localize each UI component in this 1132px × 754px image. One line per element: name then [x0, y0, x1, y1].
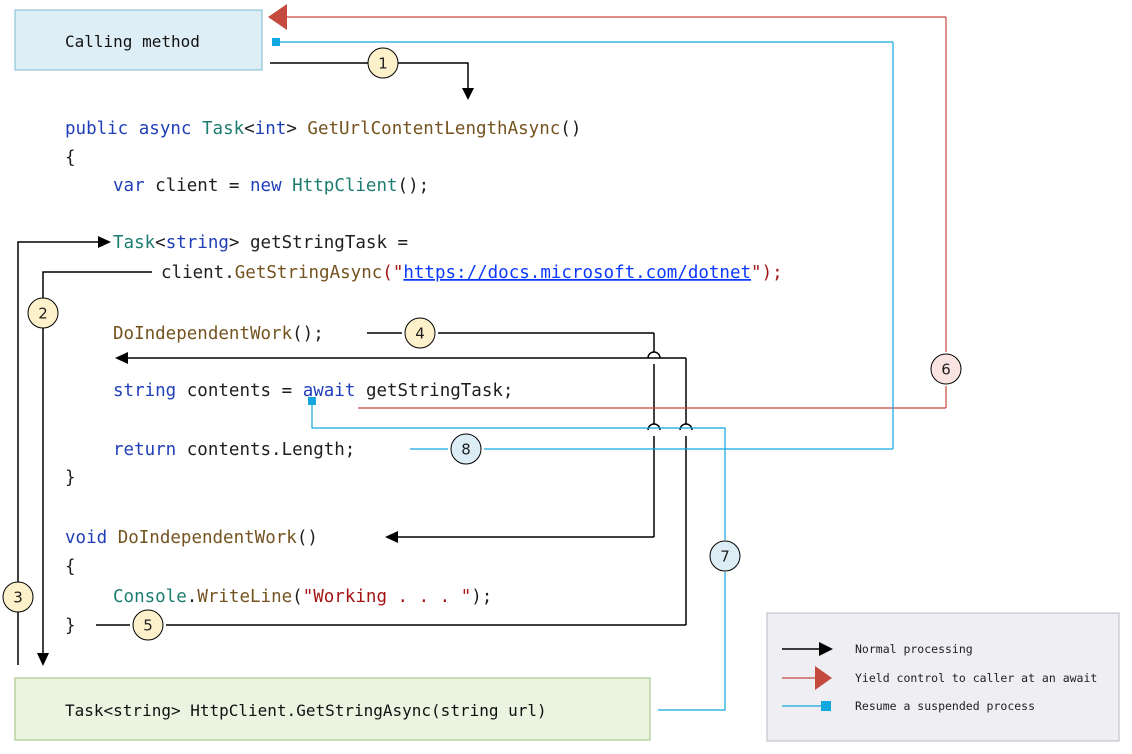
code-line-open-brace: {: [65, 148, 76, 168]
step-number: 4: [415, 325, 425, 343]
step-marker-5: 5: [132, 609, 164, 641]
step-marker-3: 3: [2, 581, 34, 613]
arrow-right-icon: [819, 642, 833, 656]
code-block: public async Task<int> GetUrlContentLeng…: [65, 119, 783, 636]
step-marker-7: 7: [709, 540, 741, 572]
code-line-client: var client = new HttpClient();: [113, 176, 429, 196]
step-number: 7: [720, 548, 730, 566]
legend-item-normal: Normal processing: [782, 642, 973, 656]
code-line-method-signature: public async Task<int> GetUrlContentLeng…: [65, 119, 581, 139]
flow-line-step-6: [268, 4, 947, 409]
legend-item-yield: Yield control to caller at an await: [782, 666, 1097, 690]
step-marker-8: 8: [450, 433, 482, 465]
legend-item-resume: Resume a suspended process: [782, 699, 1035, 713]
code-line-close-brace: }: [65, 468, 76, 488]
flow-line-step-2: [37, 271, 152, 666]
flow-line-step-4: [367, 332, 661, 543]
code-line-await: string contents = await getStringTask;: [113, 381, 513, 401]
step-number: 5: [143, 617, 153, 635]
red-arrow-icon: [815, 666, 832, 690]
step-number: 3: [13, 589, 23, 607]
legend-label: Normal processing: [855, 642, 973, 656]
step-number: 1: [378, 55, 388, 73]
flow-line-step-1: [270, 62, 474, 100]
code-line-void-signature: void DoIndependentWork(): [65, 528, 318, 548]
docs-url-link: https://docs.microsoft.com/dotnet: [403, 263, 751, 283]
step-number: 8: [461, 441, 471, 459]
calling-method-box: Calling method: [14, 9, 263, 71]
step-marker-1: 1: [367, 47, 399, 79]
step-marker-6: 6: [930, 353, 962, 385]
get-string-async-box: Task<string> HttpClient.GetStringAsync(s…: [14, 677, 651, 741]
legend-label: Yield control to caller at an await: [855, 671, 1097, 685]
flow-line-step-8: [272, 38, 894, 450]
code-line-do-independent-work-call: DoIndependentWork();: [113, 324, 324, 344]
code-line-writeline: Console.WriteLine("Working . . . ");: [113, 587, 492, 607]
step-number: 6: [941, 361, 951, 379]
code-line-open-brace-2: {: [65, 557, 76, 577]
step-marker-4: 4: [404, 317, 436, 349]
code-line-close-brace-2: }: [65, 616, 76, 636]
get-string-async-label: Task<string> HttpClient.GetStringAsync(s…: [65, 701, 547, 720]
legend-label: Resume a suspended process: [855, 699, 1035, 713]
legend: Normal processing Yield control to calle…: [782, 642, 1097, 713]
flow-line-step-3: [17, 236, 111, 665]
code-line-return: return contents.Length;: [113, 440, 355, 460]
blue-square-icon: [821, 701, 831, 711]
code-line-get-string-async-call: client.GetStringAsync("https://docs.micr…: [161, 263, 783, 283]
step-marker-2: 2: [27, 297, 59, 329]
step-number: 2: [38, 305, 48, 323]
flow-line-step-7: [308, 397, 726, 711]
calling-method-label: Calling method: [65, 32, 200, 51]
code-line-get-string-task: Task<string> getStringTask =: [113, 233, 408, 253]
